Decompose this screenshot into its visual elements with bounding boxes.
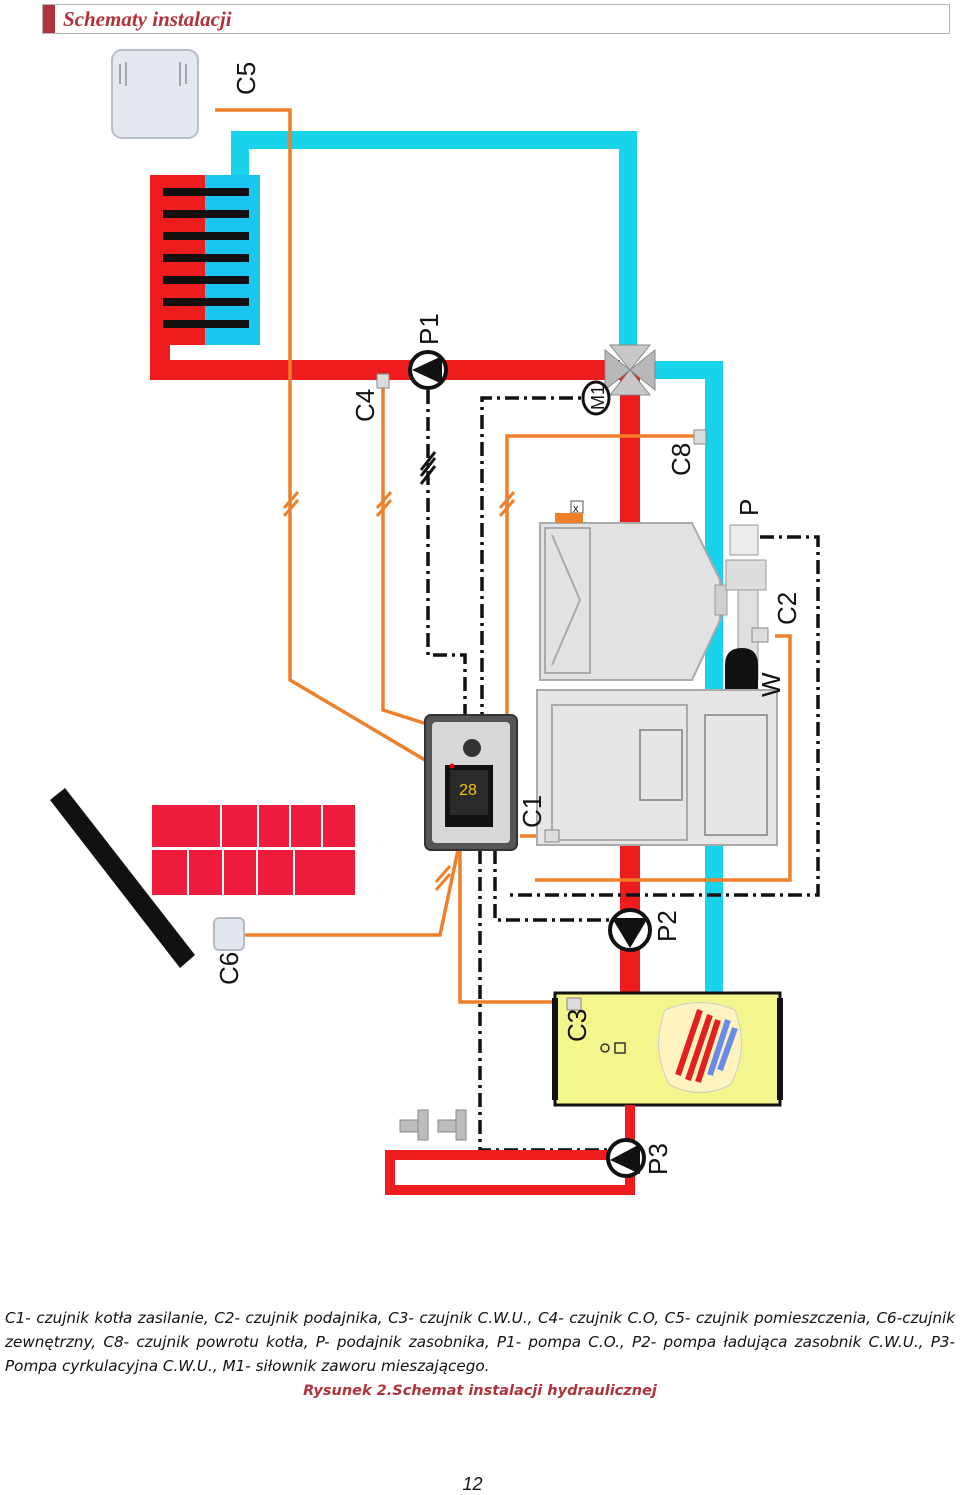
label-p3: P3 <box>643 1143 673 1175</box>
hydraulic-diagram: 28 <box>50 49 820 1195</box>
header-accent-bar <box>43 5 55 33</box>
label-m1: M1 <box>588 385 608 410</box>
fan-w <box>725 648 758 690</box>
page-number: 12 <box>462 1474 483 1494</box>
supply-pipe-heating <box>150 345 640 525</box>
hot-water-tank <box>552 991 783 1107</box>
label-c4: C4 <box>350 389 380 422</box>
label-p1: P1 <box>414 313 444 345</box>
label-c8: C8 <box>666 443 696 476</box>
label-valve-x: x <box>573 503 579 515</box>
taps <box>399 1109 467 1141</box>
solar-panel <box>50 788 195 968</box>
pump-p2 <box>608 908 652 952</box>
boiler <box>536 689 778 846</box>
section-header: Schematy instalacji <box>42 4 950 34</box>
label-c6: C6 <box>214 952 244 985</box>
label-c5: C5 <box>231 62 261 95</box>
controller <box>424 714 518 851</box>
pump-p3 <box>606 1138 646 1178</box>
figure-caption: Rysunek 2.Schemat instalacji hydrauliczn… <box>303 1383 657 1399</box>
mixing-valve-m1 <box>581 344 656 416</box>
radiator <box>150 175 260 345</box>
label-p2: P2 <box>652 910 682 942</box>
control-break-marks <box>419 451 437 485</box>
sensor-c4-block <box>376 373 390 389</box>
legend-text: C1- czujnik kotła zasilanie, C2- czujnik… <box>5 1309 955 1375</box>
label-c1: C1 <box>517 795 547 828</box>
outdoor-sensor-c6 <box>213 917 245 951</box>
fuel-hopper <box>539 500 728 681</box>
sensor-c8-block <box>693 429 707 445</box>
sensor-wires <box>215 108 792 1004</box>
label-c2: C2 <box>772 592 802 625</box>
floor-heating <box>152 805 355 895</box>
label-w: W <box>756 672 786 697</box>
section-title: Schematy instalacji <box>63 7 232 31</box>
return-pipe-heating <box>231 131 637 355</box>
pump-p1 <box>408 350 448 390</box>
label-c3: C3 <box>562 1009 592 1042</box>
label-p: P <box>734 499 764 516</box>
controller-display-value: 28 <box>459 782 477 799</box>
wire-break-marks <box>282 491 516 891</box>
room-sensor-c5 <box>111 49 199 139</box>
